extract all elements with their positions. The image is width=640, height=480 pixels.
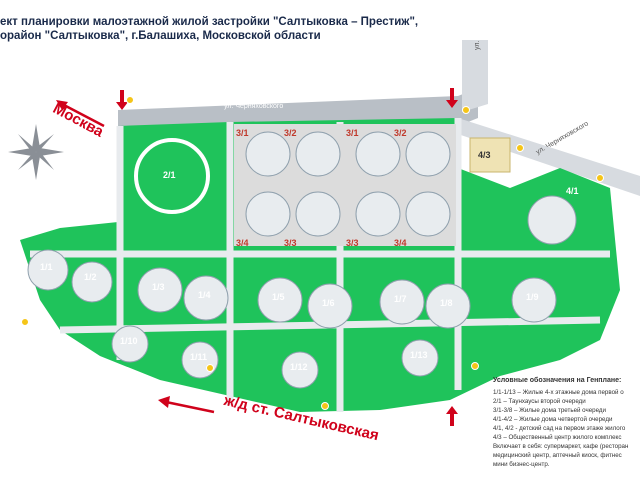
map-title-line-1: ект планировки малоэтажной жилой застрой… [0,16,419,28]
block-label: 1/13 [410,350,428,360]
community-center-plot [469,137,511,173]
block-label: 1/3 [152,282,165,292]
legend-item: мини бизнес-центр. [493,461,550,468]
road-vertical [462,40,488,112]
compass-rose-icon [8,124,64,180]
legend-item: 4/1, 4/2 - детский сад на первом этаже ж… [493,425,626,432]
block-label: 3/2 [394,128,407,138]
legend-item: 4/3 – Общественный центр жилого комплекс [493,434,622,441]
moscow-arrow-icon [56,100,105,128]
road-chernyakhovskogo [118,88,478,126]
block-label: 3/1 [236,128,249,138]
map-legend: Условные обозначения на Генплане: 1/1-1/… [493,376,640,469]
block-label: 4/3 [478,150,491,160]
building-clusters [27,131,577,389]
block-label: 1/12 [290,362,308,372]
legend-item: 3/1-3/8 – Жилые дома третьей очереди [493,407,606,414]
block-label: 1/2 [84,272,97,282]
block-label: 1/7 [394,294,407,304]
street-label-main: ул. Черняховского [224,103,284,110]
block-label: 1/4 [198,290,211,300]
block-label: 1/5 [272,292,285,302]
block-label: 3/3 [346,238,359,248]
block-label: 3/4 [236,238,249,248]
block-label: 1/10 [120,336,138,346]
legend-item: 1/1-1/13 – Жилые 4-х этажные дома первой… [493,389,624,396]
entry-arrow-icon [116,88,458,426]
block-label: 3/3 [284,238,297,248]
block-label: 1/11 [190,352,208,362]
legend-item: Включает в себя: супермаркет, кафе (рест… [493,443,629,450]
legend-item: 4/1-4/2 – Жилые дома четвертой очереди [493,416,613,423]
block-label: 3/4 [394,238,407,248]
legend-title: Условные обозначения на Генплане: [493,377,622,384]
marker-icon [21,96,604,410]
block-label: 4/1 [566,186,579,196]
block-label: 1/6 [322,298,335,308]
block-label: 1/1 [40,262,53,272]
map-title-line-2: орайон "Салтыковка", г.Балашиха, Московс… [0,30,321,42]
block-label: 3/1 [346,128,359,138]
legend-item: медицинский центр, аптечный киоск, фитне… [493,452,622,459]
legend-item: 2/1 – Таунхаусы второй очереди [493,398,586,405]
block-label: 1/9 [526,292,539,302]
block-label: 1/8 [440,298,453,308]
block-label: 2/1 [163,170,176,180]
street-label-vertical: ул. [474,40,481,50]
station-arrow-icon [158,396,215,414]
block-label: 3/2 [284,128,297,138]
